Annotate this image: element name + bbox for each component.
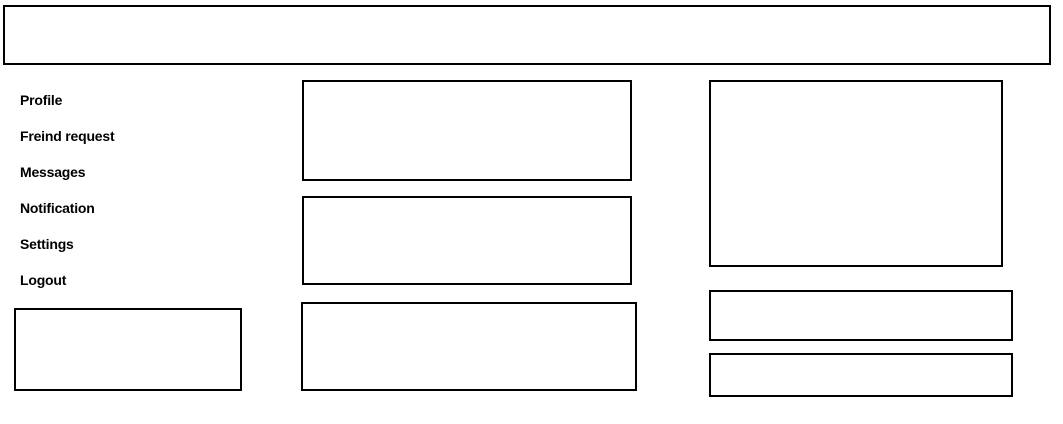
right-panel-large[interactable] bbox=[709, 80, 1003, 267]
right-panel-bottom[interactable] bbox=[709, 353, 1013, 397]
sidebar-item-label: Freind request bbox=[20, 128, 115, 144]
sidebar-item-label: Messages bbox=[20, 164, 86, 180]
sidebar-bottom-panel[interactable] bbox=[14, 308, 242, 391]
sidebar-item-label: Settings bbox=[20, 236, 74, 252]
sidebar-item-notification[interactable]: Notification bbox=[20, 200, 95, 216]
main-panel-bottom[interactable] bbox=[301, 302, 637, 391]
main-panel-middle[interactable] bbox=[302, 196, 632, 285]
header-bar[interactable] bbox=[3, 5, 1051, 65]
sidebar-item-settings[interactable]: Settings bbox=[20, 236, 74, 252]
sidebar-item-label: Notification bbox=[20, 200, 95, 216]
sidebar-item-messages[interactable]: Messages bbox=[20, 164, 86, 180]
sidebar-item-label: Profile bbox=[20, 92, 63, 108]
sidebar-item-friend-request[interactable]: Freind request bbox=[20, 128, 115, 144]
sidebar-item-label: Logout bbox=[20, 272, 67, 288]
main-panel-top[interactable] bbox=[302, 80, 632, 181]
sidebar-item-logout[interactable]: Logout bbox=[20, 272, 66, 288]
sidebar-item-profile[interactable]: Profile bbox=[20, 92, 62, 108]
right-panel-middle[interactable] bbox=[709, 290, 1013, 341]
